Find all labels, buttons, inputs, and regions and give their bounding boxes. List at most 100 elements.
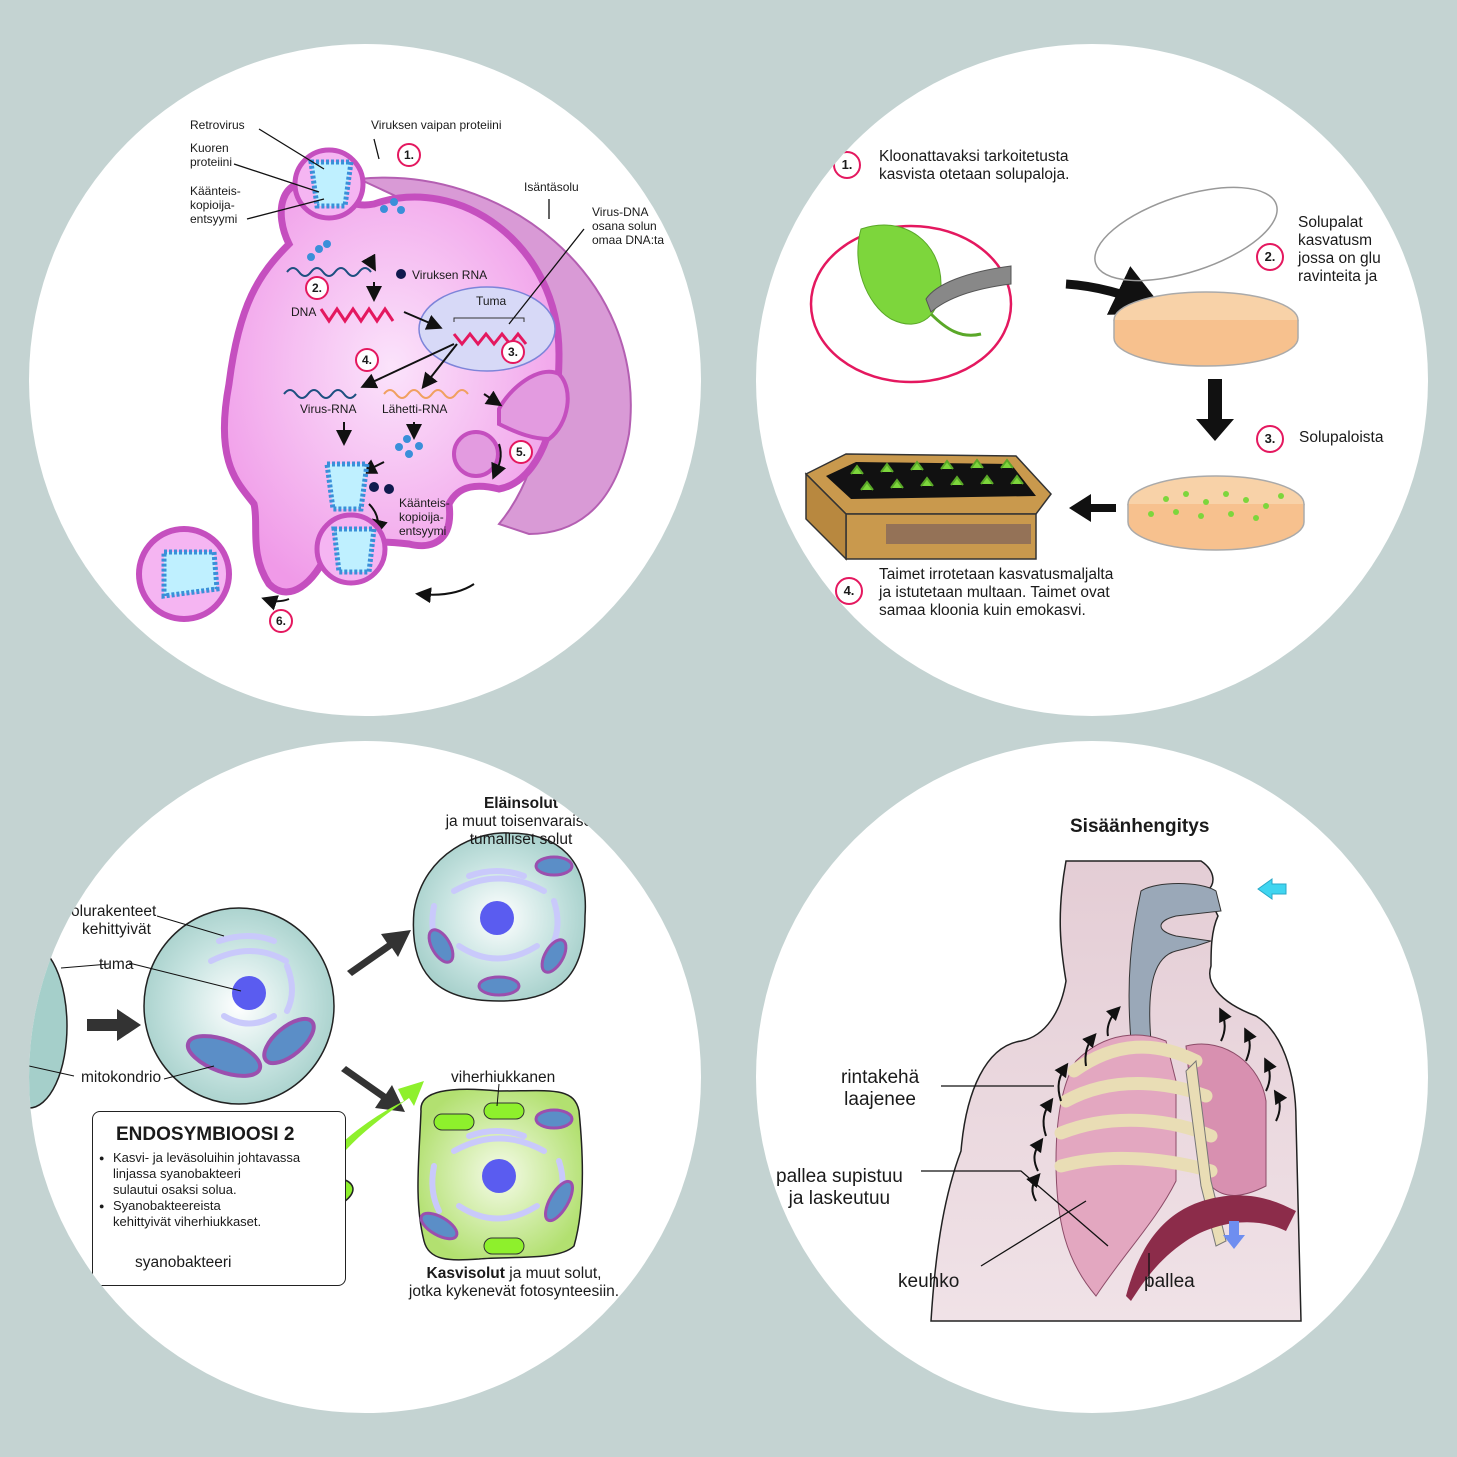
integrated-dna [452, 331, 528, 347]
clone-step-2-text: Solupalat kasvatusm jossa on glu ravinte… [1298, 214, 1381, 286]
clone-step-4-text: Taimet irrotetaan kasvatusmaljalta ja is… [879, 566, 1113, 620]
label-dna: DNA [291, 305, 317, 319]
diaphragm [1126, 1195, 1296, 1301]
label-retrovirus: Retrovirus [190, 118, 245, 132]
label-kaanteis-b-line2: kopioija- [399, 510, 444, 524]
label-pallea-supistuu: pallea supistuu ja laskeutuu [776, 1166, 903, 1210]
dna-helix [319, 306, 395, 324]
arrow-right [87, 1009, 141, 1041]
info-bullet-2-line1: Syanobakteereista [113, 1198, 221, 1213]
viral-rna-strand [286, 267, 372, 277]
info-bullet-1-line3: sulautui osaksi solua. [113, 1182, 237, 1197]
clone-step-3-badge: 3. [1256, 425, 1284, 453]
breathing-panel: Sisäänhengitys rintakehä laajenee pallea… [756, 741, 1428, 1413]
messenger-rna-wave [383, 389, 469, 399]
step-1-badge: 1. [397, 143, 421, 167]
endoplasmic-reticulum [497, 369, 570, 442]
retrovirus-panel: Retrovirus Kuoren proteiini Käänteis- ko… [29, 44, 701, 716]
label-kuoren-line1: Kuoren [190, 141, 229, 155]
clone-step-1-text: Kloonattavaksi tarkoitetusta kasvista ot… [879, 148, 1069, 184]
capsid-released [161, 549, 220, 599]
endosymbiosis-panel: Eläinsolut ja muut toisenvaraiset tumall… [29, 741, 701, 1413]
petri-lid [1094, 186, 1278, 282]
animal-cell-caption-line2: ja muut toisenvaraiset [445, 813, 597, 830]
clone-step-4-badge: 4. [835, 577, 863, 605]
info-bullet: Kasvi- ja leväsoluihin johtavassa linjas… [99, 1150, 345, 1198]
animal-cell-caption: Eläinsolut ja muut toisenvaraiset tumall… [441, 795, 601, 849]
breathing-illustration [921, 860, 1302, 1322]
label-kehittyivat: kehittyivät [82, 921, 151, 938]
clone-step-4-line3: samaa kloonia kuin emokasvi. [879, 602, 1086, 619]
label-kuoren-line2: proteiini [190, 155, 233, 169]
sternum [1185, 1059, 1227, 1247]
label-pallea-supistuu-line2: ja laskeutuu [788, 1188, 891, 1209]
step-6-badge: 6. [269, 609, 293, 633]
plant-cell-title: Kasvisolut [426, 1265, 505, 1282]
mitochondrion [185, 1034, 263, 1078]
capsid-protein-dots [307, 198, 423, 458]
clone-step-2-line4: ravinteita ja [1298, 268, 1378, 285]
label-kaanteis-b: Käänteis- kopioija- entsyymi [399, 496, 450, 538]
plant-cloning-illustration [804, 186, 1305, 561]
plant-cell-caption: Kasvisolut ja muut solut, jotka kykenevä… [399, 1265, 629, 1301]
label-kaanteis-b-line1: Käänteis- [399, 496, 450, 510]
label-viruksen-rna: Viruksen RNA [412, 268, 488, 282]
clone-step-1-badge: 1. [833, 151, 861, 179]
clone-step-4-line1: Taimet irrotetaan kasvatusmaljalta [879, 566, 1114, 583]
diaphragm-down-arrow [1223, 1221, 1245, 1249]
label-kaanteis-line3: entsyymi [190, 212, 238, 226]
arrow-down [1196, 379, 1234, 441]
label-mitokondrio: mitokondrio [81, 1069, 162, 1086]
label-pallea: pallea [1144, 1271, 1195, 1292]
step-2-badge: 2. [305, 276, 329, 300]
label-tuma: Tuma [476, 294, 507, 308]
label-virus-dna-line2: osana solun [592, 219, 657, 233]
clone-step-2-line2: kasvatusm [1298, 232, 1373, 249]
label-virus-dna-line3: omaa DNA:ta [592, 233, 665, 247]
seedlings [850, 458, 1024, 491]
label-lahetti-rna: Lähetti-RNA [382, 402, 448, 416]
capsid-budding [331, 526, 377, 575]
chloroplast [433, 1113, 475, 1131]
arrow-up-right [347, 930, 411, 976]
label-kaanteis-line1: Käänteis- [190, 184, 241, 198]
label-tuma: tuma [99, 956, 134, 973]
arrow-left [1069, 494, 1116, 522]
step-4-badge: 4. [355, 348, 379, 372]
nucleus [232, 976, 266, 1010]
label-kaanteis-line2: kopioija- [190, 198, 235, 212]
info-bullet-2-line2: kehittyivät viherhiukkaset. [113, 1214, 262, 1229]
info-bullet-1-line2: linjassa syanobakteeri [113, 1166, 241, 1181]
endosymbiosis-info-box: ENDOSYMBIOOSI 2 Kasvi- ja leväsoluihin j… [92, 1111, 346, 1286]
label-rintakeha-line2: laajenee [844, 1089, 916, 1110]
label-virus-dna: Virus-DNA osana solun omaa DNA:ta [592, 205, 664, 247]
label-isantasolu: Isäntäsolu [524, 180, 579, 194]
label-pallea-supistuu-line1: pallea supistuu [776, 1166, 903, 1187]
info-bullet-1-line1: Kasvi- ja leväsoluihin johtavassa [113, 1150, 301, 1165]
plantlet-dots [1148, 491, 1284, 521]
clone-step-1-line2: kasvista otetaan solupaloja. [879, 166, 1070, 183]
label-kaanteiskopioijaentsyymi: Käänteis- kopioija- entsyymi [190, 184, 241, 226]
label-virus-rna: Virus-RNA [300, 402, 357, 416]
mitochondrion [262, 1016, 316, 1066]
plant-cell-caption-line2: jotka kykenevät fotosynteesiin. [408, 1283, 620, 1300]
host-cell [220, 178, 563, 596]
clone-step-2-badge: 2. [1256, 243, 1284, 271]
clone-step-2-line3: jossa on glu [1298, 250, 1381, 267]
plant-cloning-panel: 1. Kloonattavaksi tarkoitetusta kasvista… [756, 44, 1428, 716]
label-kuoren-proteiini: Kuoren proteiini [190, 141, 232, 169]
info-box-bullets: Kasvi- ja leväsoluihin johtavassa linjas… [93, 1150, 345, 1230]
label-rintakeha: rintakehä laajenee [841, 1067, 919, 1111]
clone-step-4-line2: ja istutetaan multaan. Taimet ovat [879, 584, 1110, 601]
leaf [857, 224, 942, 325]
chloroplast [483, 1237, 525, 1255]
capsid-assembling [324, 461, 370, 512]
chloroplast [483, 1102, 525, 1120]
green-arrow [314, 1081, 424, 1181]
clone-step-3-text: Solupaloista [1299, 429, 1384, 446]
label-solurakenteet: olurakenteet [71, 903, 157, 920]
label-viherhiukkanen: viherhiukkanen [451, 1069, 556, 1086]
scalpel [925, 265, 1012, 313]
animal-cell-caption-line3: tumalliset solut [469, 831, 573, 848]
clone-step-1-line1: Kloonattavaksi tarkoitetusta [879, 148, 1069, 165]
